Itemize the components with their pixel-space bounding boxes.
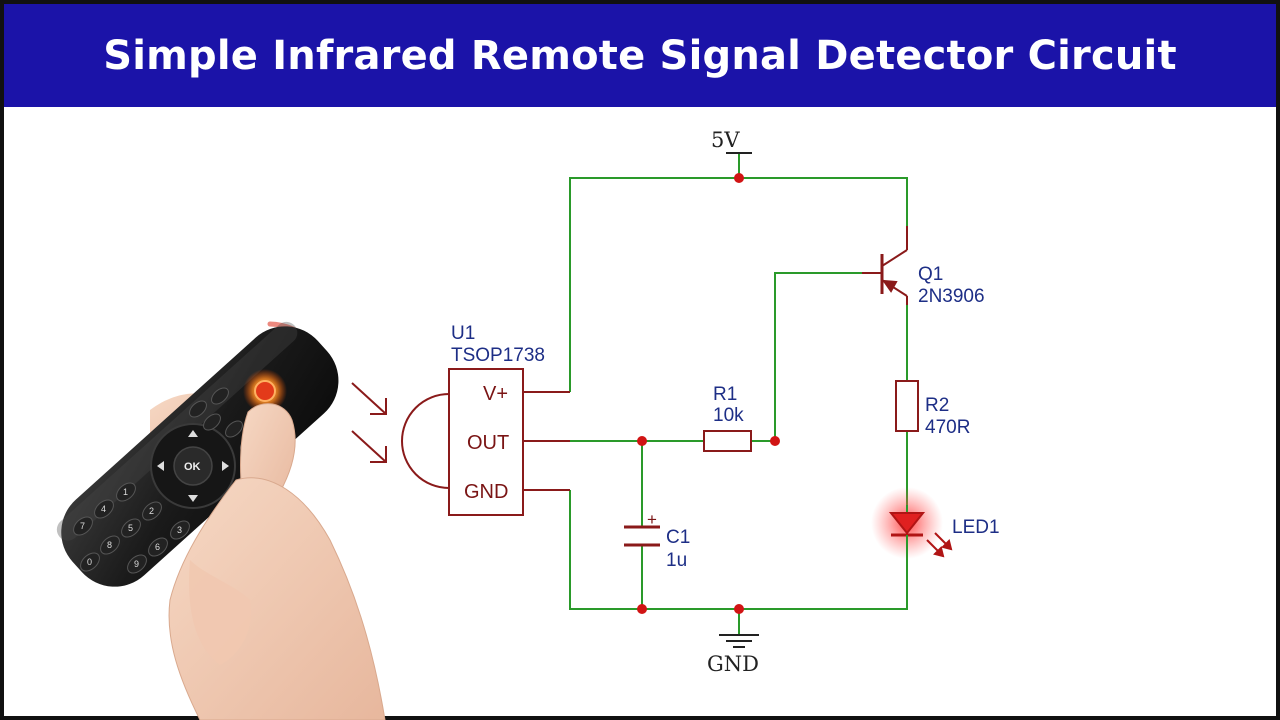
u1-pin-vplus: V+ — [483, 383, 508, 405]
supply-symbol: 5V — [711, 128, 752, 154]
c1-ref: C1 — [666, 527, 690, 548]
keypad-key-label: 6 — [155, 542, 160, 552]
power-button-icon — [254, 380, 276, 402]
ir-arrows-icon — [351, 382, 387, 463]
keypad-labels: 1 2 3 4 5 6 7 8 9 0 — [80, 487, 182, 569]
page-title: Simple Infrared Remote Signal Detector C… — [103, 32, 1177, 79]
ok-label: OK — [184, 461, 201, 473]
remote-button — [170, 520, 190, 540]
wire-top-rail — [569, 177, 908, 392]
keypad-key-label: 4 — [101, 504, 106, 514]
keypad — [73, 482, 190, 574]
c1-polarity: + — [647, 510, 657, 529]
keypad-key-label: 1 — [123, 487, 128, 497]
c1-value: 1u — [666, 550, 687, 571]
wires — [569, 153, 908, 635]
remote-button — [148, 537, 168, 557]
title-banner: Simple Infrared Remote Signal Detector C… — [4, 4, 1276, 107]
capacitor-c1 — [624, 525, 660, 547]
u1-value: TSOP1738 — [451, 345, 545, 366]
r2-value: 470R — [925, 417, 970, 438]
keypad-key-label: 8 — [107, 540, 112, 550]
ok-button — [173, 446, 213, 486]
remote-illustration: OK 1 2 — [56, 321, 386, 720]
supply-label: 5V — [711, 128, 740, 152]
led-emission-arrows-icon — [926, 532, 953, 558]
remote-button — [203, 413, 221, 431]
remote-button — [142, 501, 162, 521]
wire-gnd-rail — [569, 490, 908, 610]
keypad-key-label: 3 — [177, 525, 182, 535]
r1-value: 10k — [713, 405, 744, 426]
junction-dot — [734, 173, 744, 183]
keypad-key-label: 9 — [134, 559, 139, 569]
q1-value: 2N3906 — [918, 286, 985, 307]
q1-ref: Q1 — [918, 264, 943, 285]
remote-button — [121, 518, 141, 538]
hand-fingers — [189, 560, 251, 665]
u1-pin-gnd: GND — [464, 481, 508, 503]
remote-button — [100, 535, 120, 555]
junction-dot — [770, 436, 780, 446]
r2-ref: R2 — [925, 395, 949, 416]
remote-button — [73, 516, 93, 536]
led1-ref: LED1 — [952, 517, 1000, 538]
led-led1 — [888, 505, 926, 558]
resistor-r1 — [703, 430, 752, 452]
junction-dot — [734, 604, 744, 614]
wire-r1-base — [751, 272, 862, 442]
junction-dot — [637, 604, 647, 614]
ground-label: GND — [707, 652, 759, 676]
resistor-r2 — [895, 380, 919, 432]
junction-dot — [637, 436, 647, 446]
ground-symbol: GND — [707, 634, 759, 676]
transistor-q1 — [862, 226, 908, 305]
remote-button — [211, 387, 229, 405]
keypad-key-label: 0 — [87, 557, 92, 567]
dpad-arrows-icon — [157, 430, 229, 502]
u1-ref: U1 — [451, 323, 475, 344]
remote-button — [80, 552, 100, 572]
remote-button — [225, 420, 243, 438]
junctions — [637, 173, 780, 614]
remote-button — [127, 554, 147, 574]
remote-button — [189, 400, 207, 418]
remote-button — [116, 482, 136, 502]
keypad-key-label: 7 — [80, 521, 85, 531]
ir-receiver-u1 — [401, 368, 570, 516]
u1-pin-out: OUT — [467, 432, 509, 454]
keypad-key-label: 5 — [128, 523, 133, 533]
keypad-key-label: 2 — [149, 506, 154, 516]
remote-button — [94, 499, 114, 519]
r1-ref: R1 — [713, 384, 737, 405]
